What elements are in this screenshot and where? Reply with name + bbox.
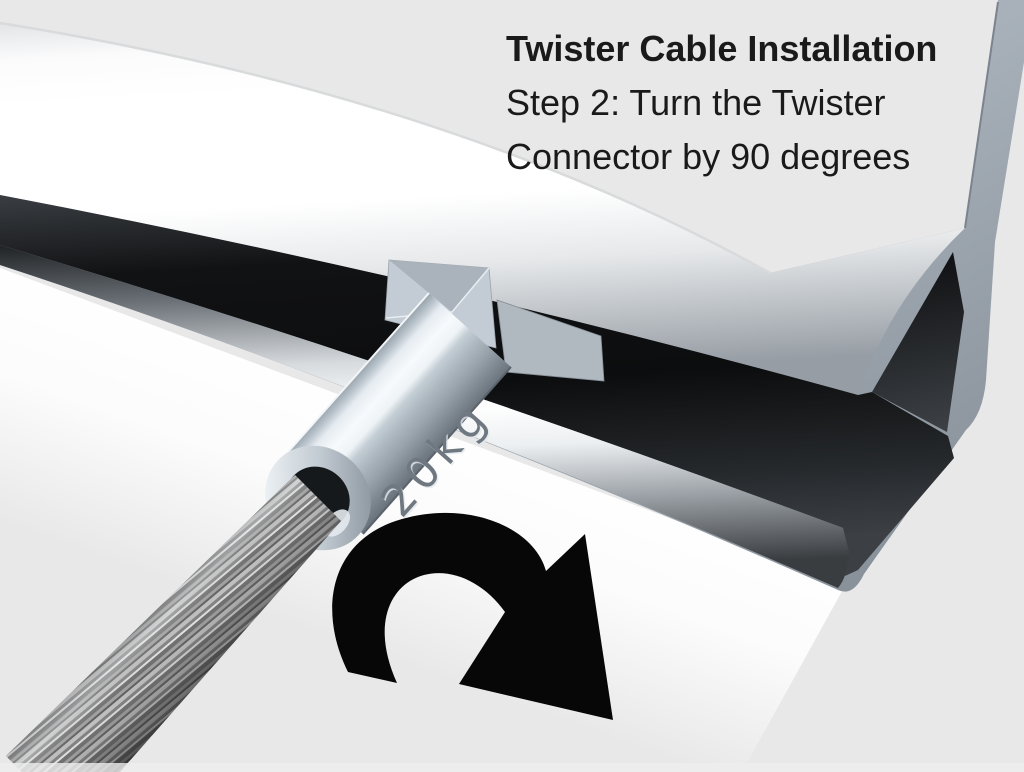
connector-flange <box>496 299 605 382</box>
steel-cable <box>6 475 341 772</box>
rail-end-cavity <box>872 252 964 432</box>
connector-tab-chamfer <box>389 260 489 312</box>
connector-bottom-edge <box>362 366 512 535</box>
bottom-edge-strip <box>0 763 1024 772</box>
rail-front-face <box>0 23 965 395</box>
cable-shading <box>6 475 341 772</box>
caption-title: Twister Cable Installation <box>506 28 938 69</box>
caption-block: Twister Cable Installation Step 2: Turn … <box>506 22 1024 184</box>
clockwise-rotation-arrow-icon <box>332 512 613 720</box>
rail-web-edge <box>964 1 999 229</box>
caption-step-line-1: Step 2: Turn the Twister <box>506 82 886 123</box>
caption-step-line-2: Connector by 90 degrees <box>506 136 911 177</box>
rail-top-edge <box>0 21 771 275</box>
connector-top-edge <box>280 292 430 461</box>
